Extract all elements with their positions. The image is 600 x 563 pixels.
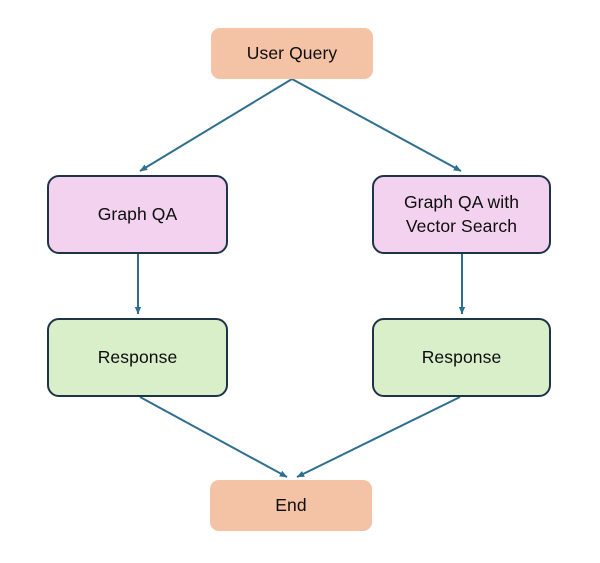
node-response-right[interactable]: Response bbox=[372, 318, 551, 397]
node-end[interactable]: End bbox=[210, 480, 372, 531]
node-response-left[interactable]: Response bbox=[47, 318, 228, 397]
edge-response-left-to-end bbox=[139, 396, 288, 478]
edge-response-right-to-end bbox=[296, 396, 461, 478]
node-response-left-label: Response bbox=[97, 346, 178, 367]
node-user-query[interactable]: User Query bbox=[211, 28, 373, 79]
edge-user-query-to-graph-qa bbox=[139, 78, 293, 172]
node-graph-qa[interactable]: Graph QA bbox=[47, 175, 228, 254]
node-end-label: End bbox=[275, 494, 307, 515]
node-graph-qa-label: Graph QA bbox=[97, 203, 178, 224]
edge-user-query-to-graph-qa-vector bbox=[291, 78, 462, 172]
node-response-right-label: Response bbox=[421, 346, 502, 367]
node-user-query-label: User Query bbox=[246, 42, 338, 63]
node-graph-qa-with-vector-search[interactable]: Graph QA with Vector Search bbox=[372, 175, 551, 254]
node-graph-qa-with-vector-search-label: Graph QA with Vector Search bbox=[403, 192, 520, 236]
